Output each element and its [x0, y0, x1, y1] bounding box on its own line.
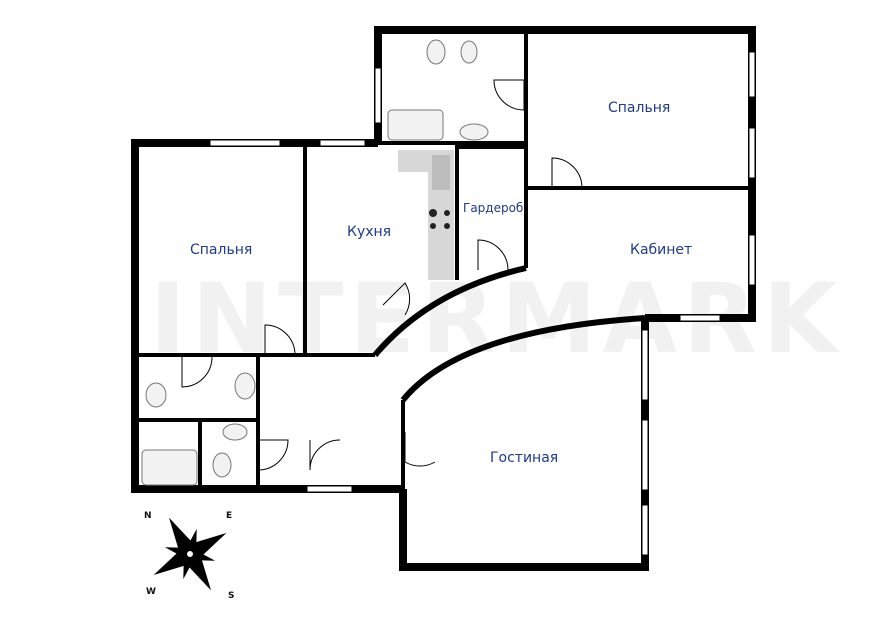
door-bedroom-right: [551, 157, 583, 189]
bathtub-icon: [387, 109, 444, 141]
interior-walls: [135, 30, 752, 489]
door-bath-small-1: [181, 356, 213, 388]
sink-icon: [222, 423, 248, 441]
bathroom-bottom-fixtures: [141, 372, 256, 486]
door-bedroom-left: [264, 324, 296, 356]
compass-letter-e: E: [226, 511, 232, 521]
room-label-wardrobe: Гардероб: [463, 201, 523, 215]
room-label-bedroom-left: Спальня: [190, 242, 252, 258]
sink-icon: [459, 123, 489, 141]
toilet-icon: [426, 39, 446, 65]
toilet-icon: [234, 372, 256, 400]
door-bathroom: [493, 79, 525, 111]
compass-rose-icon: N E S W: [144, 511, 234, 601]
compass-letter-n: N: [144, 511, 152, 521]
sink-icon: [145, 382, 167, 408]
compass-letter-w: W: [146, 587, 156, 597]
bathtub-icon: [141, 449, 198, 486]
curved-walls: [372, 265, 646, 402]
door-kitchen: [382, 282, 411, 316]
door-living: [404, 432, 436, 467]
windows: [209, 51, 756, 556]
door-wardrobe: [477, 239, 509, 271]
room-label-living-room: Гостиная: [490, 450, 558, 466]
toilet-icon: [212, 452, 232, 478]
door-entry: [309, 439, 341, 471]
door-bath-small-2: [257, 439, 289, 471]
room-label-kitchen: Кухня: [347, 224, 391, 240]
kitchen-counter: [398, 150, 454, 280]
bathroom-top-fixtures: [387, 39, 489, 141]
compass-letter-s: S: [228, 591, 234, 601]
bidet-icon: [460, 40, 478, 64]
room-label-study: Кабинет: [630, 242, 692, 258]
room-label-bedroom-right: Спальня: [608, 100, 670, 116]
doors: [181, 79, 583, 471]
